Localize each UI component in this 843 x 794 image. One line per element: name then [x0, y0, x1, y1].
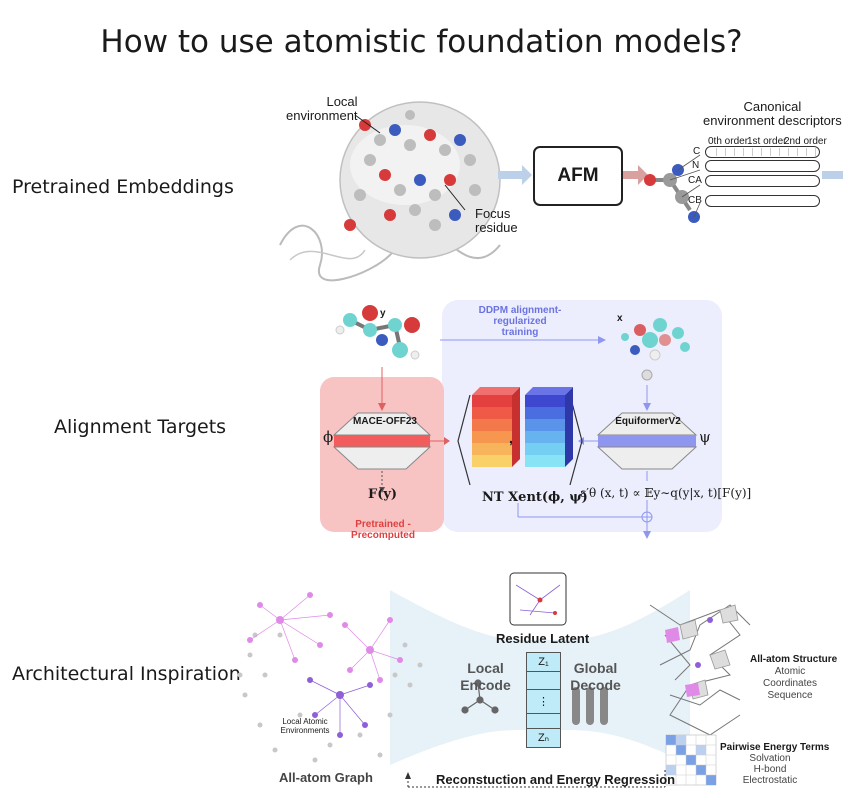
psi-embedding-block — [525, 387, 573, 467]
atom-label-n: N — [692, 160, 700, 171]
residue-latent-label: Residue Latent — [496, 631, 590, 646]
latent-z1: Z₁ — [538, 656, 549, 668]
pretrained-precomputed-label: Pretrained - Precomputed — [351, 519, 415, 541]
mace-decoder — [332, 446, 432, 470]
phi-embedding-block — [472, 387, 520, 467]
atom-label-c: C — [693, 146, 701, 157]
page-title: How to use atomistic foundation models? — [100, 24, 743, 60]
psi-symbol: ψ — [699, 428, 711, 446]
local-graph-icon — [461, 679, 499, 714]
denoising-objective: ε′θ (x, t) ∝ 𝔼y∼q(y|x, t)[F(y)] — [580, 486, 752, 500]
equiformer-label: EquiformerV2 — [615, 416, 681, 427]
atom-cluster — [344, 110, 481, 231]
canonical-descriptors-label: Canonical environment descriptors — [703, 99, 842, 128]
row-label-architectural: Architectural Inspiration — [12, 663, 241, 685]
environment-hub-3 — [309, 679, 371, 735]
comma-separator: , — [509, 430, 513, 446]
f-y-label: F(y) — [368, 487, 398, 502]
global-decode-label: Global Decode — [570, 660, 621, 693]
environment-hub-2 — [344, 619, 401, 681]
ddpm-label: DDPM alignment-regularized training — [478, 305, 562, 338]
atom-label-ca: CA — [688, 175, 702, 186]
molecule-y — [335, 305, 420, 360]
latent-cell-2 — [527, 671, 560, 690]
panel3-illustration — [237, 572, 751, 788]
decode-bar-1 — [572, 687, 580, 725]
latent-column: Z₁ ⋮ Zₙ — [526, 652, 561, 748]
descriptor-row-n — [705, 160, 820, 172]
label-x: x — [617, 313, 623, 324]
descriptor-row-c — [705, 146, 820, 158]
local-atomic-environments-label: Local Atomic Environments — [280, 717, 330, 735]
latent-cell-4 — [527, 713, 560, 729]
row-label-alignment: Alignment Targets — [54, 416, 227, 438]
reconstruction-label: Reconstuction and Energy Regression — [436, 772, 676, 787]
row-label-pretrained: Pretrained Embeddings — [12, 176, 234, 198]
panel1-illustration — [279, 101, 843, 282]
ntxent-loss: NT Xent(ϕ, ψ) — [482, 490, 588, 505]
all-atom-structure-label: All-atom Structure — [750, 654, 838, 665]
decode-bar-3 — [600, 687, 608, 725]
pairwise-energy-label: Pairwise Energy Terms — [720, 742, 830, 753]
phi-bar — [334, 435, 430, 447]
descriptor-row-cb — [705, 195, 820, 207]
label-y: y — [380, 308, 386, 319]
all-atom-graph-label: All-atom Graph — [279, 770, 373, 785]
panel2-illustration — [332, 305, 698, 539]
mace-label: MACE-OFF23 — [353, 416, 417, 427]
latent-zn: Zₙ — [527, 728, 560, 747]
equiformer-decoder — [596, 446, 698, 470]
atom-label-cb: CB — [688, 195, 702, 206]
phi-symbol: ϕ — [323, 428, 334, 446]
arrow-to-afm — [498, 165, 532, 185]
psi-bar — [598, 435, 696, 447]
molecule-x — [621, 318, 690, 361]
focus-residue-label: Focus residue — [475, 206, 518, 235]
order-label-1: 1st order — [747, 136, 787, 147]
latent-dots: ⋮ — [527, 689, 560, 714]
local-encode-label: Local Encode — [460, 660, 511, 693]
afm-label: AFM — [557, 165, 599, 186]
afm-box: AFM — [533, 146, 623, 206]
environment-hub-1 — [249, 594, 331, 661]
order-label-2: 2nd order — [784, 136, 827, 147]
descriptor-row-ca — [705, 175, 820, 187]
decode-bar-2 — [586, 687, 594, 725]
structure-details: Atomic Coordinates Sequence — [763, 666, 817, 701]
atom-graph — [237, 632, 423, 763]
arrow-from-afm — [622, 165, 648, 185]
order-label-0: 0th order — [708, 136, 749, 147]
pairwise-energy-details: Solvation H-bond Electrostatic — [742, 753, 798, 786]
local-environment-label: Local environment — [286, 94, 358, 123]
